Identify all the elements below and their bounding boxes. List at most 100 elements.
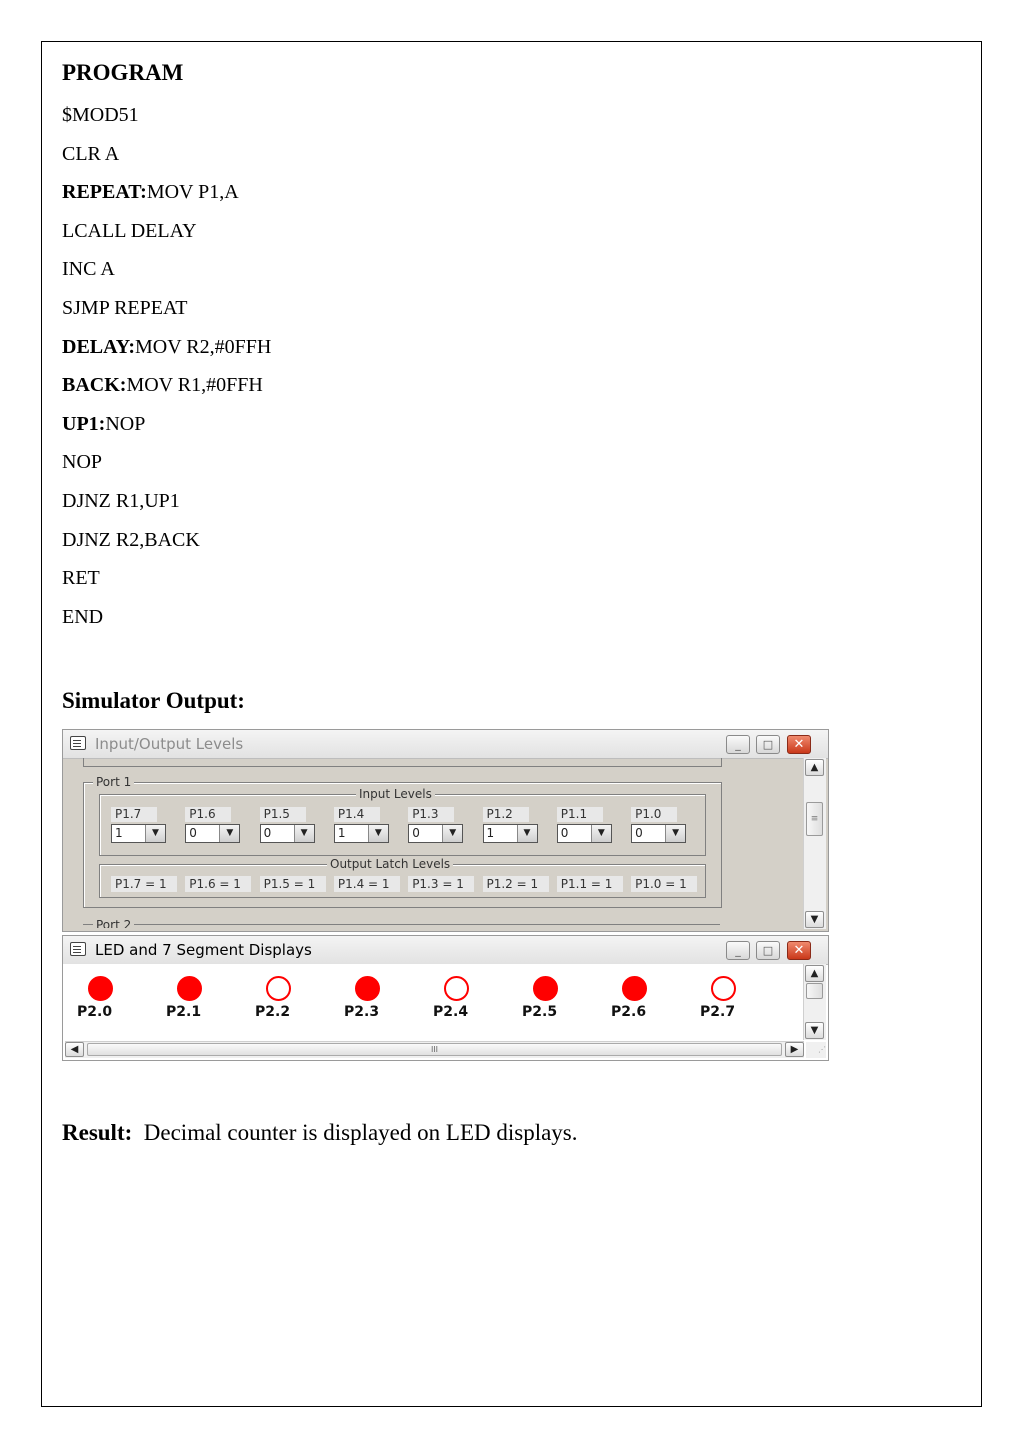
led-indicator [444,976,469,1001]
code-line: DJNZ R2,BACK [62,528,200,552]
pin-input-select[interactable]: 0▼ [185,824,241,843]
pin-input-value: 0 [189,826,197,840]
chevron-down-icon[interactable]: ▼ [665,825,686,842]
port1-frame [83,782,722,908]
io-vertical-scrollbar[interactable]: ▲ ≡ ▼ [803,758,826,929]
scroll-down-button[interactable]: ▼ [805,911,824,928]
scroll-up-button[interactable]: ▲ [805,759,824,776]
pin-input-select[interactable]: 0▼ [408,824,464,843]
code-line: NOP [62,450,102,474]
code-instruction: NOP [62,451,103,474]
pin-input-select[interactable]: 0▼ [259,824,315,843]
output-latch-value: P1.4 = 1 [333,876,400,892]
led-label: P2.6 [611,1004,647,1020]
maximize-button[interactable]: □ [756,735,780,754]
pin-label: P1.3 [408,807,455,822]
output-latch-label: Output Latch Levels [327,857,454,871]
code-label: BACK: [62,374,127,397]
code-label: DELAY: [62,335,135,358]
minimize-button[interactable]: _ [726,941,750,960]
minimize-button[interactable]: _ [726,735,750,754]
led-label: P2.7 [700,1004,736,1020]
code-line: REPEAT:MOV P1,A [62,180,239,204]
close-button[interactable]: ✕ [787,941,811,960]
led-label: P2.3 [344,1004,380,1020]
code-label: UP1: [62,412,106,435]
pin-label: P1.0 [631,807,678,822]
pin-input-select[interactable]: 1▼ [111,824,166,843]
led-indicator [622,976,647,1001]
code-line: DJNZ R1,UP1 [62,489,180,513]
pin-input-value: 1 [337,826,346,840]
code-instruction: LCALL DELAY [62,219,197,242]
output-latch-value: P1.6 = 1 [185,876,252,892]
code-line: UP1:NOP [62,412,145,436]
code-instruction: DJNZ R2,BACK [62,528,200,551]
code-instruction: MOV R2,#0FFH [135,335,272,358]
led-label: P2.2 [255,1004,291,1020]
output-latch-value: P1.5 = 1 [259,876,326,892]
led-horizontal-scrollbar[interactable]: ◀ III ▶ [65,1041,804,1058]
led-window-title: LED and 7 Segment Displays [95,941,312,959]
led-window-titlebar[interactable]: LED and 7 Segment Displays _ □ ✕ [63,936,828,965]
port1-label: Port 1 [93,775,135,789]
code-instruction: CLR A [62,142,120,165]
pin-label: P1.1 [556,807,603,822]
output-latch-value: P1.2 = 1 [482,876,549,892]
scroll-thumb[interactable] [806,983,823,999]
pin-label: P1.7 [111,807,157,822]
pin-input-select[interactable]: 1▼ [482,824,538,843]
code-line: INC A [62,257,115,281]
result-line: Result: Decimal counter is displayed on … [62,1120,578,1146]
led-label: P2.5 [522,1004,558,1020]
code-line: SJMP REPEAT [62,296,187,320]
output-latch-value: P1.0 = 1 [631,876,698,892]
io-window-titlebar[interactable]: Input/Output Levels _ □ ✕ [63,730,828,759]
code-instruction: END [62,605,104,628]
close-button[interactable]: ✕ [787,735,811,754]
pin-input-select[interactable]: 0▼ [631,824,687,843]
chevron-down-icon[interactable]: ▼ [219,825,240,842]
code-instruction: MOV R1,#0FFH [126,374,263,397]
pin-input-select[interactable]: 0▼ [556,824,612,843]
scroll-right-button[interactable]: ▶ [785,1042,804,1057]
led-indicator [88,976,113,1001]
simulator-heading: Simulator Output: [62,688,245,713]
pin-input-value: 1 [486,826,495,840]
horizontal-scroll-thumb[interactable]: III [87,1043,782,1056]
pin-input-select[interactable]: 1▼ [333,824,389,843]
previous-section-frame [83,758,722,767]
pin-label: P1.2 [482,807,529,822]
port2-label: Port 2 [93,918,135,928]
chevron-down-icon[interactable]: ▼ [590,825,611,842]
chevron-down-icon[interactable]: ▼ [367,825,388,842]
maximize-button[interactable]: □ [756,941,780,960]
chevron-down-icon[interactable]: ▼ [442,825,463,842]
led-vertical-scrollbar[interactable]: ▲ ▼ [803,964,826,1040]
program-title: PROGRAM [62,60,184,85]
chevron-down-icon[interactable]: ▼ [516,825,537,842]
code-line: BACK:MOV R1,#0FFH [62,373,263,397]
code-instruction: DJNZ R1,UP1 [62,490,180,512]
code-instruction: SJMP REPEAT [62,297,188,319]
resize-grip-icon[interactable]: ⋰ [806,1042,826,1058]
scroll-thumb[interactable]: ≡ [806,802,823,836]
window-icon [70,942,86,956]
pin-input-value: 0 [635,826,643,840]
io-window-title: Input/Output Levels [95,735,244,753]
output-latch-value: P1.3 = 1 [408,876,475,892]
chevron-down-icon[interactable]: ▼ [293,825,314,842]
code-line: LCALL DELAY [62,219,197,243]
led-indicator [177,976,202,1001]
io-levels-window[interactable]: Input/Output Levels _ □ ✕ Port 1 Input L… [62,729,829,932]
code-instruction: NOP [105,412,146,435]
chevron-down-icon[interactable]: ▼ [145,825,165,842]
scroll-up-button[interactable]: ▲ [805,965,824,982]
scroll-down-button[interactable]: ▼ [805,1022,824,1039]
pin-input-value: 0 [560,826,569,840]
output-latch-value: P1.7 = 1 [111,876,177,892]
input-levels-label: Input Levels [356,787,435,801]
scroll-left-button[interactable]: ◀ [65,1042,84,1057]
code-instruction: $MOD51 [62,104,139,126]
